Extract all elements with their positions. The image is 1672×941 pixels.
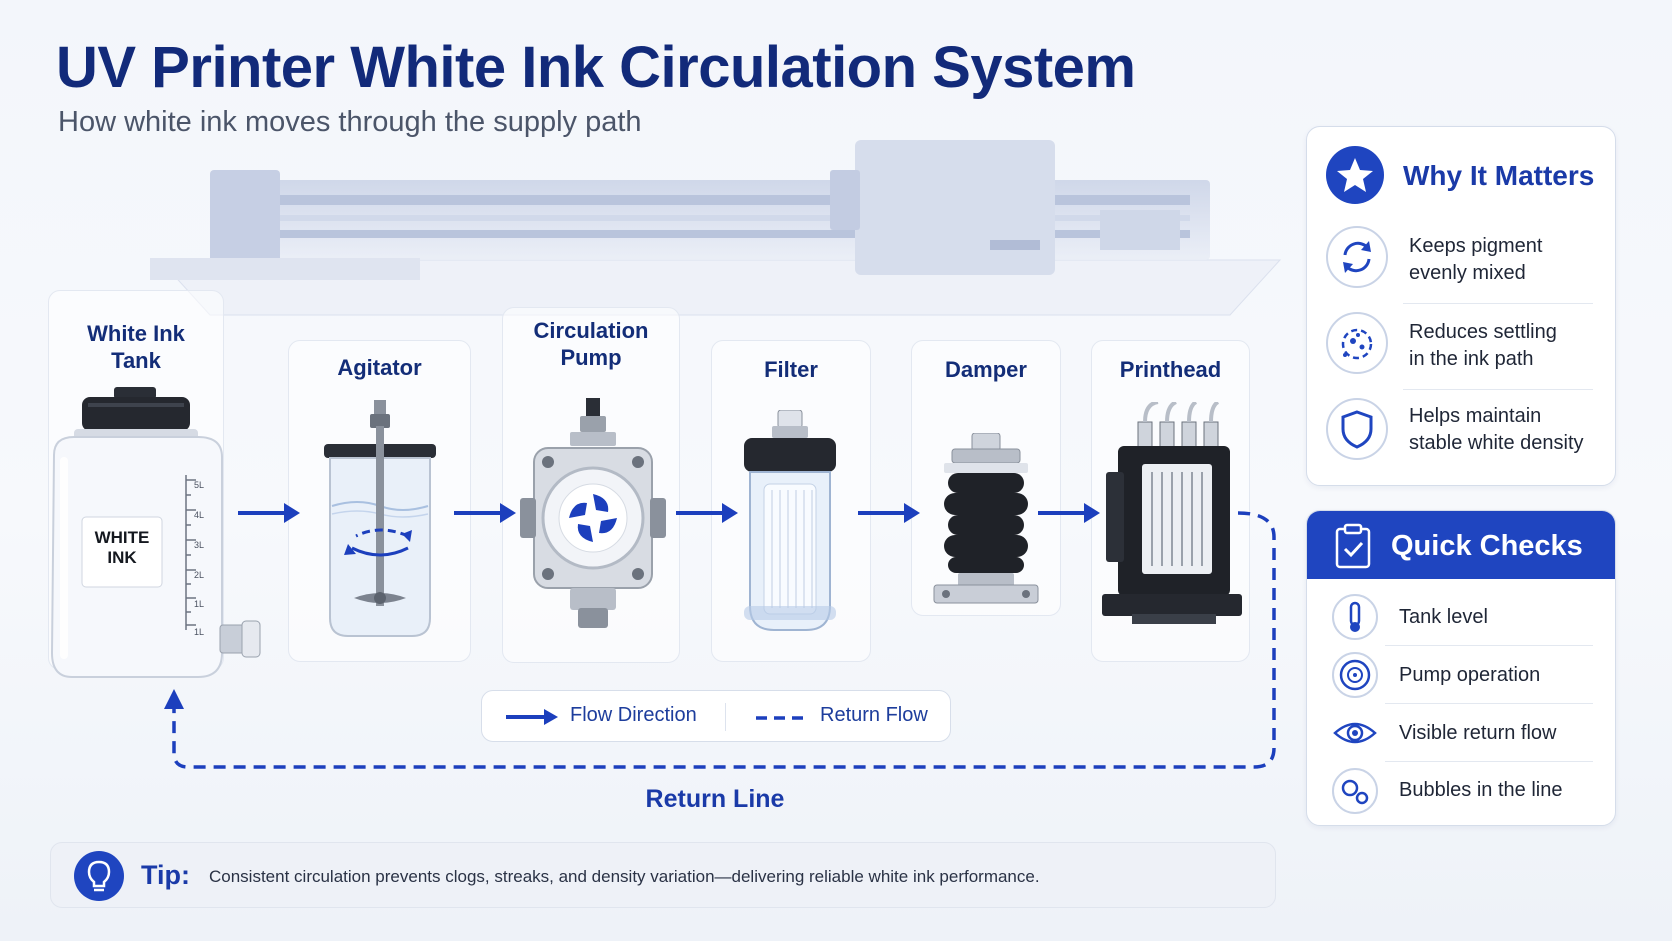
- filter-illustration: [744, 410, 836, 631]
- tank-scale-mark: 1L: [194, 627, 205, 637]
- page-subtitle: How white ink moves through the supply p…: [58, 106, 642, 138]
- flow-legend: Flow Direction Return Flow: [481, 690, 951, 742]
- eye-icon: [1333, 722, 1377, 744]
- tip-label: Tip:: [141, 860, 190, 890]
- why-item-text: Helps maintain stable white density: [1409, 405, 1584, 454]
- flow-arrow-tank-to-agitator: [238, 503, 300, 523]
- flow-arrow-pump-to-filter: [676, 503, 738, 523]
- quick-check-text: Pump operation: [1399, 664, 1541, 686]
- lightbulb-icon: [74, 851, 124, 901]
- tank-scale-mark: 5L: [194, 480, 205, 490]
- clipboard-check-icon: [1335, 523, 1371, 569]
- stage-label-agitator: Agitator: [337, 355, 422, 380]
- tank-label: WHITE INK: [94, 528, 150, 567]
- quick-checks-panel: Quick Checks Tank level Pump operation V…: [1306, 510, 1616, 826]
- return-line-label: Return Line: [645, 785, 785, 813]
- flow-arrow-damper-to-printhead: [1038, 503, 1100, 523]
- ink-tank-illustration: [50, 387, 261, 678]
- quick-checks-title: Quick Checks: [1391, 530, 1583, 562]
- legend-return-flow: Return Flow: [820, 704, 928, 726]
- tank-scale-mark: 1L: [194, 599, 205, 609]
- refresh-icon: [1326, 226, 1388, 288]
- tank-scale: 5L 4L 3L 2L 1L 1L: [194, 470, 214, 645]
- star-icon: [1326, 146, 1384, 204]
- flow-arrow-agitator-to-pump: [454, 503, 516, 523]
- quick-check-text: Visible return flow: [1399, 722, 1557, 744]
- thermometer-icon: [1332, 594, 1378, 640]
- legend-separator: [725, 703, 726, 731]
- stage-label-tank: White Ink Tank: [87, 321, 185, 373]
- stage-label-pump: Circulation Pump: [533, 318, 649, 370]
- why-it-matters-panel: Why It Matters Keeps pigment evenly mixe…: [1306, 126, 1616, 486]
- page-title: UV Printer White Ink Circulation System: [56, 35, 1136, 100]
- panel-divider: [1385, 703, 1593, 704]
- quick-checks-header: Quick Checks: [1307, 511, 1615, 579]
- printhead-illustration: [1102, 402, 1242, 624]
- damper-illustration: [933, 433, 1039, 604]
- agitator-illustration: [324, 400, 436, 637]
- shield-icon: [1326, 398, 1388, 460]
- panel-divider: [1385, 761, 1593, 762]
- legend-dashed-line-icon: [756, 716, 806, 720]
- quick-check-text: Bubbles in the line: [1399, 779, 1563, 801]
- why-it-matters-title: Why It Matters: [1403, 160, 1595, 191]
- stage-label-printhead: Printhead: [1119, 357, 1222, 382]
- why-item-text: Reduces settling in the ink path: [1409, 321, 1557, 370]
- why-item-text: Keeps pigment evenly mixed: [1409, 235, 1543, 284]
- tip-bar: Tip: Consistent circulation prevents clo…: [50, 842, 1276, 908]
- return-line-path: [164, 511, 1276, 769]
- tank-scale-mark: 4L: [194, 510, 205, 520]
- gauge-icon: [1332, 652, 1378, 698]
- tank-scale-mark: 3L: [194, 540, 205, 550]
- bubbles-icon: [1332, 768, 1378, 814]
- stage-label-damper: Damper: [945, 357, 1027, 382]
- quick-check-text: Tank level: [1399, 606, 1488, 628]
- stage-label-filter: Filter: [764, 357, 818, 382]
- flow-arrow-filter-to-damper: [858, 503, 920, 523]
- panel-divider: [1403, 389, 1593, 390]
- legend-flow-direction: Flow Direction: [570, 704, 697, 726]
- particles-icon: [1326, 312, 1388, 374]
- circulation-pump-illustration: [520, 398, 666, 628]
- tank-scale-mark: 2L: [194, 570, 205, 580]
- panel-divider: [1385, 645, 1593, 646]
- panel-divider: [1403, 303, 1593, 304]
- printer-background-illustration: [150, 140, 1282, 316]
- legend-solid-arrow-icon: [506, 709, 558, 725]
- tip-text: Consistent circulation prevents clogs, s…: [209, 867, 1040, 886]
